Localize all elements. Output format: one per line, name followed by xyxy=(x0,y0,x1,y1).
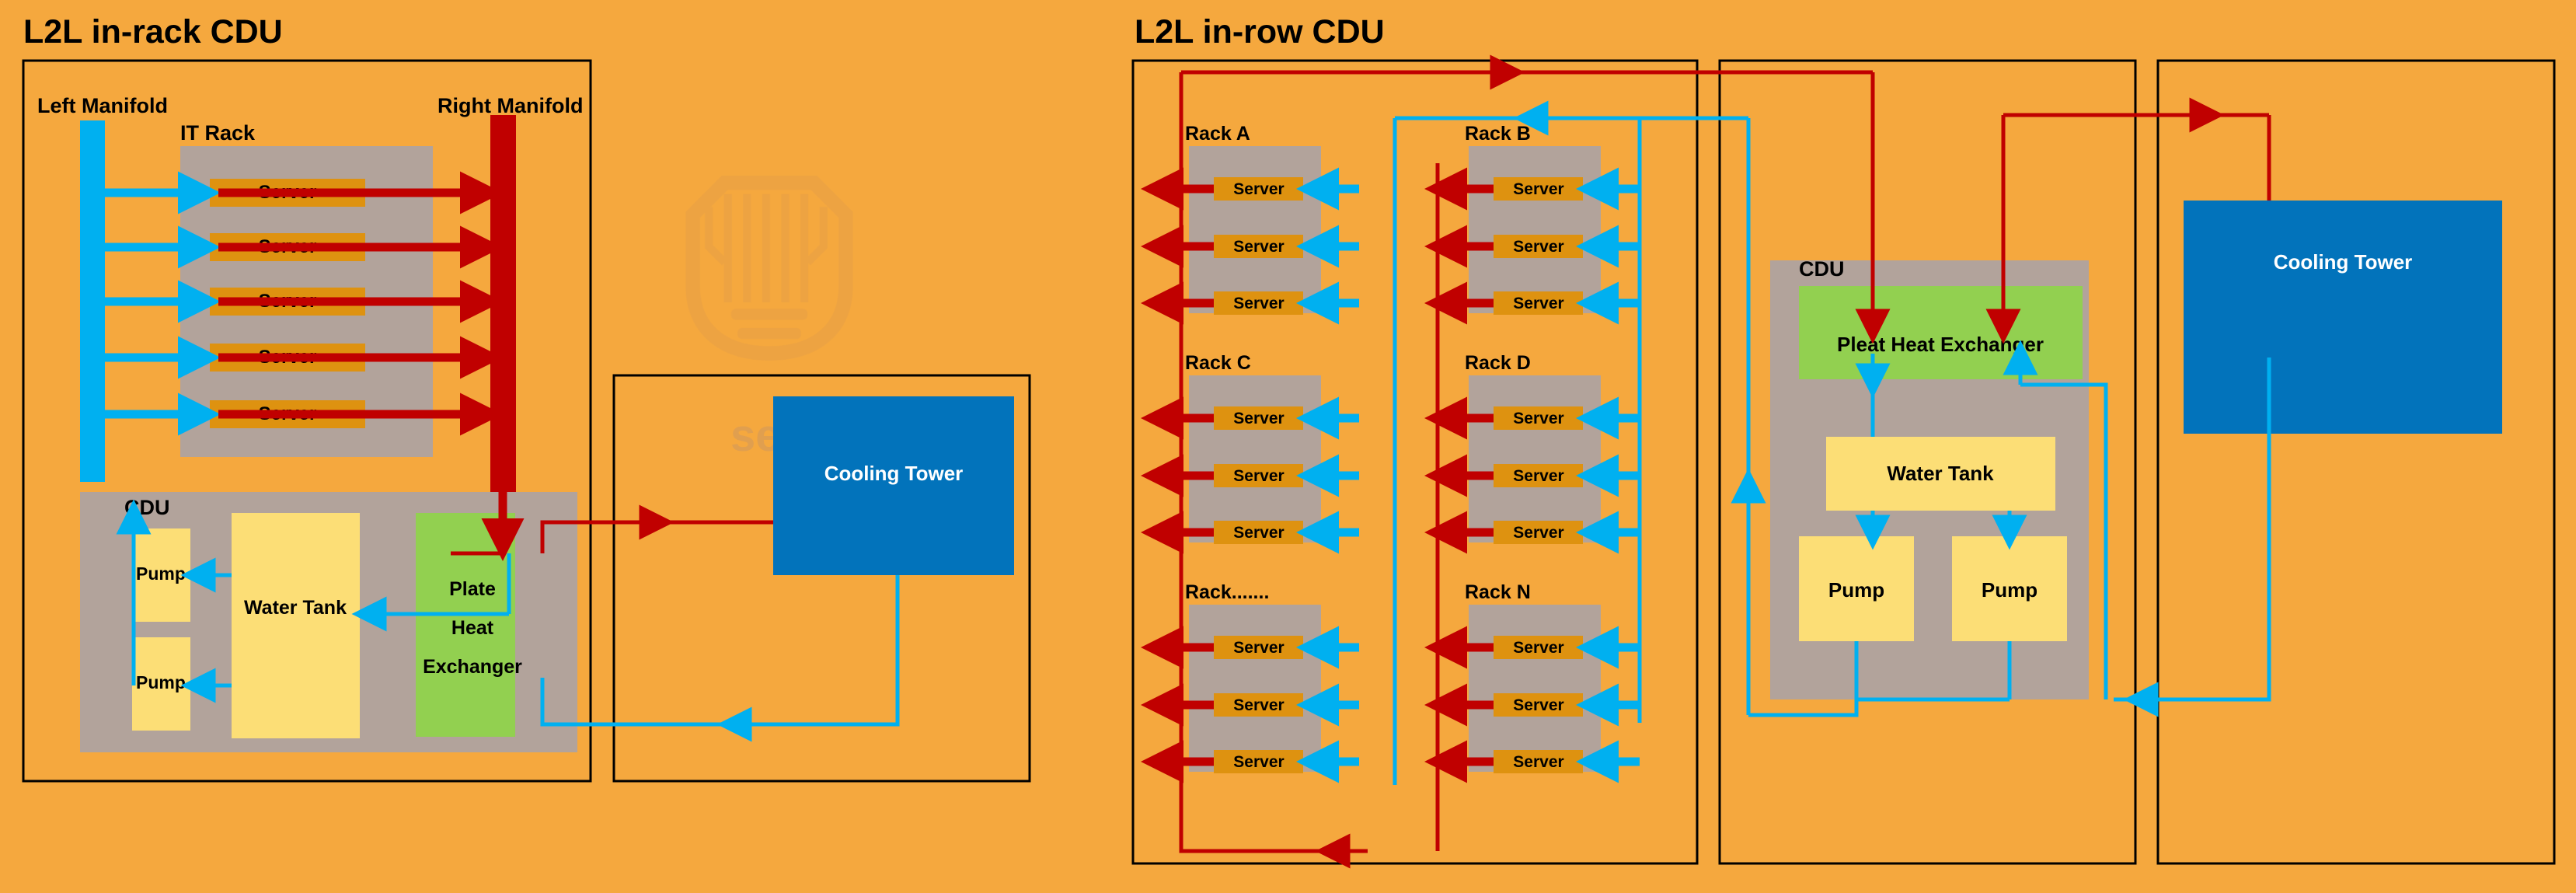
water-tank-label: Water Tank xyxy=(1887,462,1994,485)
server-label: Server xyxy=(1233,238,1284,256)
server-label: Server xyxy=(1513,180,1563,198)
pleat-hx-label: Pleat Heat Exchanger xyxy=(1837,333,2044,356)
left-server-row: Server xyxy=(105,336,503,379)
right-cdu-label: CDU xyxy=(1799,257,1845,281)
server-label: Server xyxy=(1233,410,1284,427)
left-server-row: Server xyxy=(105,392,503,436)
server-label: Server xyxy=(1513,410,1563,427)
server-label: Server xyxy=(1513,524,1563,542)
pipe-facility-cold-to-phx xyxy=(2020,382,2108,699)
server-label: Server xyxy=(1513,639,1563,657)
left-cdu-label: CDU xyxy=(124,496,170,519)
left-it-panel-border xyxy=(22,59,592,783)
right-manifold-label: Right Manifold xyxy=(437,94,583,117)
phx-label-line1: Plate xyxy=(449,578,496,600)
rack-body xyxy=(1189,146,1321,313)
server-label: Server xyxy=(1513,753,1563,771)
pump-label: Pump xyxy=(136,563,186,584)
server-label: Server xyxy=(1233,524,1284,542)
left-manifold-bar xyxy=(80,120,105,482)
water-tank-label: Water Tank xyxy=(244,597,347,619)
left-server-row: Server xyxy=(105,171,503,215)
right-manifold-bar xyxy=(490,115,516,492)
rack-body xyxy=(1189,605,1321,772)
server-label: Server xyxy=(1513,696,1563,714)
rack-body xyxy=(1469,375,1601,542)
right-cdu-panel-border xyxy=(1718,59,2137,865)
left-server-row: Server xyxy=(105,225,503,269)
it-rack-label: IT Rack xyxy=(180,121,256,145)
right-rack-panel-border xyxy=(1131,59,1699,865)
phx-label-line2: Heat xyxy=(451,617,494,639)
right-pump-1 xyxy=(1799,536,1914,641)
rack-body xyxy=(1469,605,1601,772)
left-server-group: Server Server Server Server Server xyxy=(105,171,503,436)
server-label: Server xyxy=(1513,295,1563,312)
pipe-facility-hot-supply xyxy=(540,520,839,553)
left-server-row: Server xyxy=(105,280,503,323)
server-label: Server xyxy=(1233,295,1284,312)
pipe-pump1-to-rack-supply xyxy=(1748,641,1859,717)
pump-label: Pump xyxy=(1982,578,2037,602)
right-pump-2 xyxy=(1952,536,2067,641)
rack-label: Rack A xyxy=(1185,123,1250,145)
server-label: Server xyxy=(1233,753,1284,771)
left-manifold-label: Left Manifold xyxy=(37,94,168,117)
rack-group-d: Rack D Server Server Server xyxy=(1424,352,1640,554)
server-label: Server xyxy=(1233,639,1284,657)
left-cooling-tower xyxy=(773,396,1014,575)
rack-group-b: Rack B Server Server Server xyxy=(1424,123,1640,325)
server-label: Server xyxy=(1513,467,1563,485)
left-water-tank xyxy=(232,513,360,738)
left-diagram-title: L2L in-rack CDU xyxy=(23,13,283,51)
rack-group-c: Rack C Server Server Server xyxy=(1141,352,1359,554)
right-facility-panel-border xyxy=(2156,59,2556,865)
right-diagram-title: L2L in-row CDU xyxy=(1135,13,1385,51)
cooling-tower-label: Cooling Tower xyxy=(824,462,964,485)
right-cooling-tower xyxy=(2184,201,2502,434)
phx-label-line3: Exchanger xyxy=(423,656,522,678)
rack-label: Rack B xyxy=(1465,123,1531,145)
rack-body xyxy=(1189,375,1321,542)
rack-group-n: Rack N Server Server Server xyxy=(1424,581,1640,783)
rack-hot-return-bus-left xyxy=(1179,72,1368,853)
pump-label: Pump xyxy=(1828,578,1884,602)
server-label: Server xyxy=(1233,180,1284,198)
cooling-tower-label: Cooling Tower xyxy=(2274,250,2413,274)
rack-group-a: Rack A Server Server Server xyxy=(1141,123,1359,325)
server-label: Server xyxy=(1513,238,1563,256)
server-label: Server xyxy=(1233,467,1284,485)
right-water-tank xyxy=(1826,437,2055,511)
rack-label: Rack N xyxy=(1465,581,1531,603)
pump-label: Pump xyxy=(136,672,186,692)
left-facility-panel-border xyxy=(612,374,1031,783)
rack-label: Rack D xyxy=(1465,352,1531,374)
rack-group-dots: Rack....... Server Server Server xyxy=(1141,581,1359,783)
rack-label: Rack C xyxy=(1185,352,1251,374)
rack-label: Rack....... xyxy=(1185,581,1269,603)
rack-body xyxy=(1469,146,1601,313)
server-label: Server xyxy=(1233,696,1284,714)
